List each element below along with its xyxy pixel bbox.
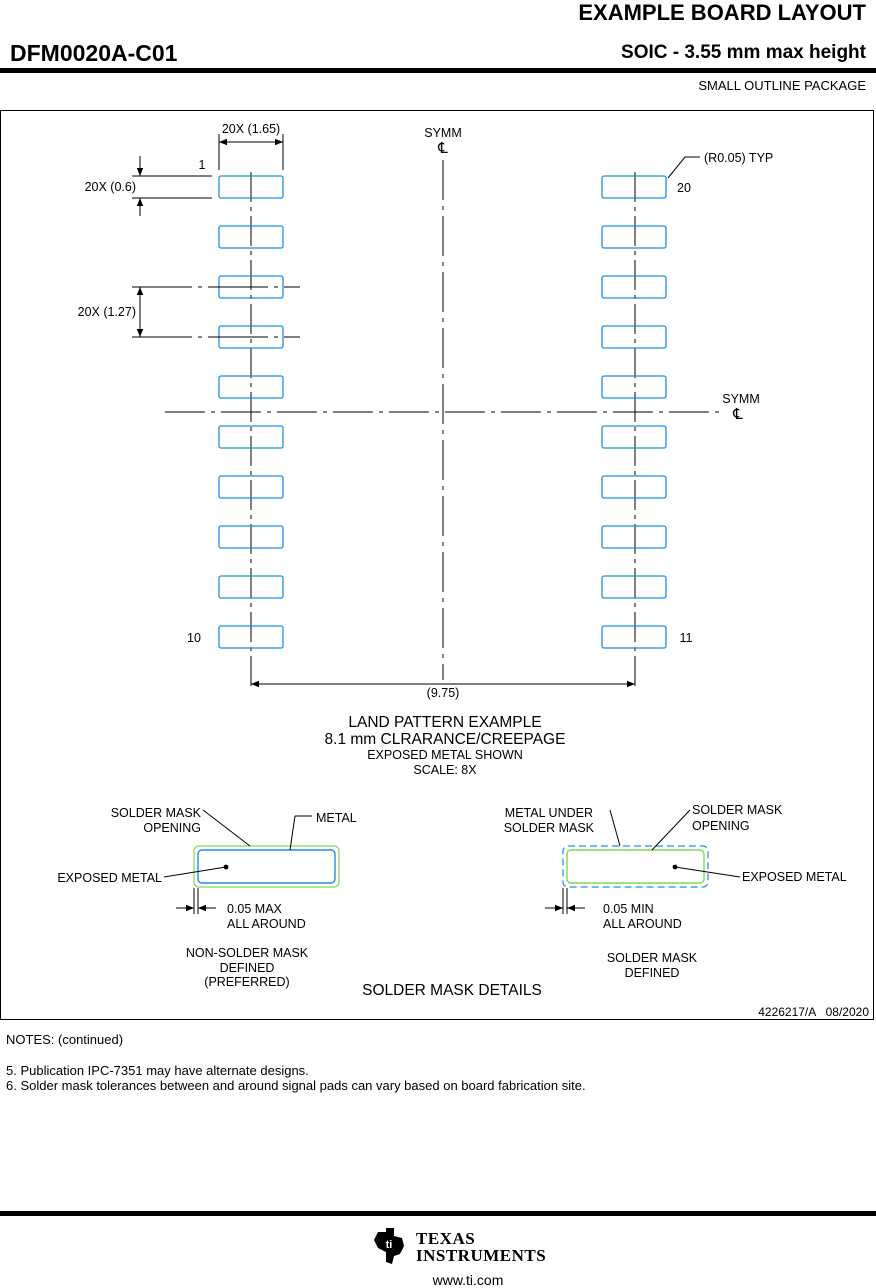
nsmd-type-label-1: NON-SOLDER MASK bbox=[186, 946, 309, 960]
span-label: (9.75) bbox=[427, 686, 460, 700]
pad-16 bbox=[601, 375, 667, 399]
smd-exposed-metal-label: EXPOSED METAL bbox=[742, 870, 847, 884]
nsmd-type-label-2: DEFINED bbox=[220, 961, 275, 975]
pad-18 bbox=[601, 275, 667, 299]
drawing-frame bbox=[0, 110, 874, 1020]
ti-brand-line-1: TEXAS bbox=[416, 1229, 476, 1248]
doc-reference: 4226217/A 08/2020 bbox=[758, 1005, 869, 1019]
pad-10 bbox=[218, 625, 284, 649]
pad-9 bbox=[218, 575, 284, 599]
nsmd-tolerance-label-1: 0.05 MAX bbox=[227, 902, 283, 916]
pin-1-label: 1 bbox=[199, 158, 206, 172]
nsmd-mask-opening-label-1: SOLDER MASK bbox=[111, 806, 202, 820]
pin-11-label: 11 bbox=[680, 631, 693, 645]
ti-brand-line-2: INSTRUMENTS bbox=[416, 1246, 547, 1265]
pin-10-label: 10 bbox=[187, 631, 201, 645]
pad-15 bbox=[601, 425, 667, 449]
caption-shown: EXPOSED METAL SHOWN bbox=[367, 748, 523, 762]
pad-17 bbox=[601, 325, 667, 349]
ti-logo[interactable]: ti TEXAS INSTRUMENTS bbox=[372, 1226, 552, 1274]
note-6: 6. Solder mask tolerances between and ar… bbox=[6, 1078, 586, 1093]
smd-metal-under-label-1: METAL UNDER bbox=[505, 806, 593, 820]
footer-url[interactable]: www.ti.com bbox=[432, 1272, 504, 1288]
nsmd-exposed-metal-label: EXPOSED METAL bbox=[57, 871, 162, 885]
pad-2 bbox=[218, 225, 284, 249]
corner-radius-leader bbox=[667, 156, 700, 179]
solder-mask-details-title: SOLDER MASK DETAILS bbox=[362, 982, 542, 999]
pad-12 bbox=[601, 575, 667, 599]
pad-height-label: 20X (0.6) bbox=[85, 180, 136, 194]
smd-mask-opening-label-1: SOLDER MASK bbox=[692, 803, 783, 817]
pad-20 bbox=[601, 175, 667, 199]
package-description: SOIC - 3.55 mm max height bbox=[621, 42, 866, 63]
caption-title: LAND PATTERN EXAMPLE bbox=[348, 714, 541, 731]
pad-group bbox=[218, 175, 667, 649]
pad-8 bbox=[218, 525, 284, 549]
smd-mask-opening-label-2: OPENING bbox=[692, 819, 750, 833]
corner-radius-label: (R0.05) TYP bbox=[704, 151, 773, 165]
smd-tolerance-label-1: 0.05 MIN bbox=[603, 902, 654, 916]
smd-tolerance-label-2: ALL AROUND bbox=[603, 917, 682, 931]
caption-scale: SCALE: 8X bbox=[413, 763, 477, 777]
centerline-symbol-right: ℄ bbox=[732, 406, 743, 423]
document-title: EXAMPLE BOARD LAYOUT bbox=[578, 0, 866, 25]
pad-5 bbox=[218, 375, 284, 399]
smd-type-label-1: SOLDER MASK bbox=[607, 951, 698, 965]
note-5: 5. Publication IPC-7351 may have alterna… bbox=[6, 1063, 309, 1078]
nsmd-exposed-metal-leader bbox=[163, 866, 227, 878]
smd-metal-under-label-2: SOLDER MASK bbox=[504, 821, 595, 835]
pad-width-label: 20X (1.65) bbox=[222, 122, 280, 136]
pad-13 bbox=[601, 525, 667, 549]
centerline-symbol-top: ℄ bbox=[437, 140, 448, 157]
smd-metal-under-mask bbox=[562, 845, 709, 888]
pad-1 bbox=[218, 175, 284, 199]
smd-exposed-metal-leader bbox=[674, 866, 741, 878]
nsmd-type-label-3: (PREFERRED) bbox=[204, 975, 289, 989]
pin-20-label: 20 bbox=[677, 181, 691, 195]
notes-heading: NOTES: (continued) bbox=[6, 1032, 124, 1047]
nsmd-metal-leader-2 bbox=[289, 815, 296, 851]
caption-clearance: 8.1 mm CLRARANCE/CREEPAGE bbox=[325, 731, 566, 748]
smd-type-label-2: DEFINED bbox=[625, 966, 680, 980]
header-rule bbox=[0, 68, 876, 73]
package-id: DFM0020A-C01 bbox=[10, 40, 178, 66]
pad-6 bbox=[218, 425, 284, 449]
symm-label-top: SYMM bbox=[424, 126, 462, 140]
footer-rule bbox=[0, 1211, 876, 1216]
pitch-label: 20X (1.27) bbox=[78, 305, 136, 319]
nsmd-tolerance-label-2: ALL AROUND bbox=[227, 917, 306, 931]
smd-mask-opening-leader bbox=[651, 809, 691, 851]
nsmd-metal-label: METAL bbox=[316, 811, 357, 825]
symm-label-right: SYMM bbox=[722, 392, 760, 406]
pad-7 bbox=[218, 475, 284, 499]
smd-mask-opening bbox=[566, 849, 705, 884]
pad-19 bbox=[601, 225, 667, 249]
smd-metal-under-leader bbox=[609, 809, 621, 847]
nsmd-mask-opening-leader bbox=[202, 809, 251, 847]
nsmd-mask-opening-label-2: OPENING bbox=[143, 821, 201, 835]
nsmd-metal-pad bbox=[197, 849, 336, 884]
nsmd-mask-opening bbox=[193, 845, 340, 888]
pad-11 bbox=[601, 625, 667, 649]
ti-state-icon: ti bbox=[374, 1228, 404, 1264]
svg-text:ti: ti bbox=[386, 1239, 393, 1251]
package-type: SMALL OUTLINE PACKAGE bbox=[698, 78, 866, 93]
pad-14 bbox=[601, 475, 667, 499]
land-pattern-drawing: 20X (0.6) 20X (1.27) 20X (1.65) SYMM ℄ S… bbox=[57, 122, 869, 1019]
